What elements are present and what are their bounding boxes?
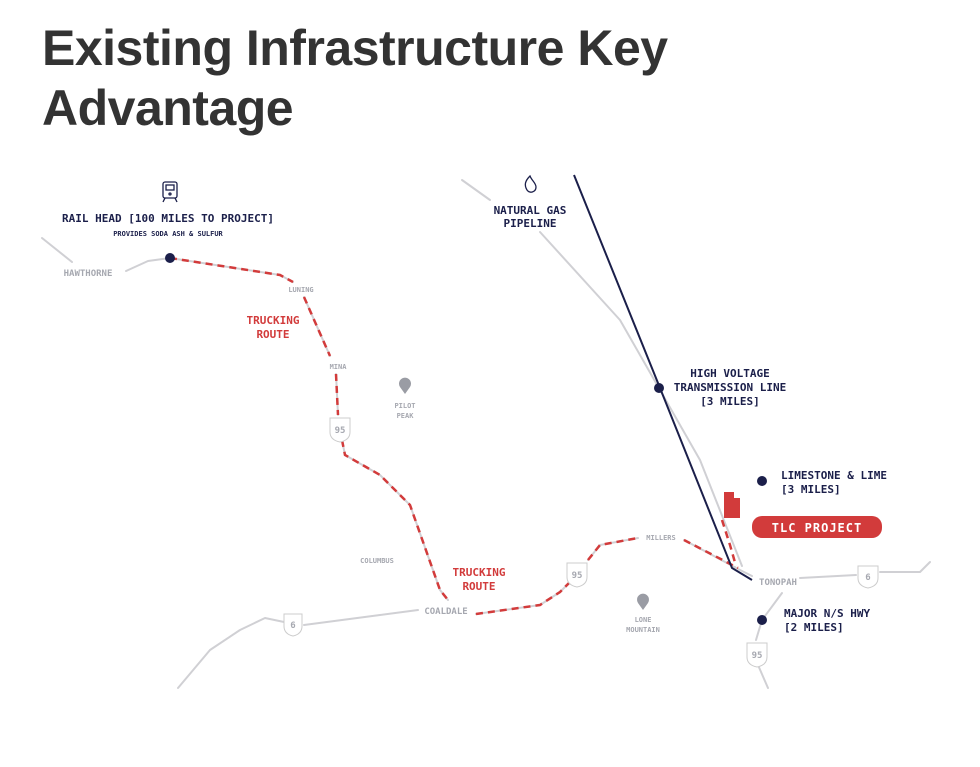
road-us6-east xyxy=(799,574,857,579)
road-us95-south-b xyxy=(757,664,769,689)
svg-text:6: 6 xyxy=(865,573,870,583)
trucking-route-95-millers xyxy=(587,536,639,561)
peak-pilot-2: PEAK xyxy=(397,412,415,420)
project-badge xyxy=(752,516,882,538)
trucking-route-label-1a: TRUCKING xyxy=(247,314,300,327)
town-millers: MILLERS xyxy=(646,534,676,542)
peak-lone-1: LONE xyxy=(635,616,652,624)
town-mina: MINA xyxy=(330,363,348,371)
gas-pipeline xyxy=(461,179,491,201)
road-hawthorne-west xyxy=(41,237,73,263)
trucking-route-mina-95 xyxy=(334,373,340,416)
trucking-route-project xyxy=(720,519,738,567)
gas-label-2: PIPELINE xyxy=(504,217,557,230)
svg-text:6: 6 xyxy=(290,621,295,631)
trucking-route-label-1b: ROUTE xyxy=(256,328,289,341)
road-95-coaldale xyxy=(341,439,449,601)
page-title: Existing Infrastructure Key Advantage xyxy=(42,20,668,136)
us6-shield-east: 6 xyxy=(857,565,879,589)
hwy-label-2: [2 MILES] xyxy=(784,621,844,634)
railhead-title: RAIL HEAD [100 MILES TO PROJECT] xyxy=(62,212,274,225)
limestone-label-2: [3 MILES] xyxy=(781,483,841,496)
project-area xyxy=(724,492,740,518)
svg-text:95: 95 xyxy=(335,426,346,436)
limestone-marker xyxy=(757,476,767,486)
trucking-route-luning-mina xyxy=(302,296,332,357)
hwy-label-1: MAJOR N/S HWY xyxy=(784,607,870,620)
train-icon xyxy=(162,181,178,203)
trucking-route-label-2a: TRUCKING xyxy=(453,566,506,579)
highway-marker xyxy=(757,615,767,625)
peak-pilot-1: PILOT xyxy=(394,402,415,410)
road-us6-west xyxy=(177,617,285,689)
road-us6-east-b xyxy=(879,561,931,573)
road-millers-tonopah xyxy=(683,539,753,577)
us95-shield-north: 95 xyxy=(329,417,351,443)
trucking-route-label-2b: ROUTE xyxy=(462,580,495,593)
hv-label-1: HIGH VOLTAGE xyxy=(690,367,769,380)
us95-shield-south: 95 xyxy=(746,642,768,668)
transmission-marker xyxy=(654,383,664,393)
town-luning: LUNING xyxy=(288,286,313,294)
trucking-route-95-coaldale xyxy=(340,439,449,601)
hv-label-3: [3 MILES] xyxy=(700,395,760,408)
gas-label-1: NATURAL GAS xyxy=(494,204,567,217)
us95-shield-mid: 95 xyxy=(566,562,588,588)
project-label: TLC PROJECT xyxy=(772,521,862,535)
svg-text:95: 95 xyxy=(572,571,583,581)
flame-icon xyxy=(524,174,537,193)
trucking-route-north xyxy=(169,256,294,284)
limestone-label-1: LIMESTONE & LIME xyxy=(781,469,887,482)
us6-shield-west: 6 xyxy=(283,613,303,637)
road-us6-coaldale xyxy=(303,609,419,626)
trucking-route-millers-tonopah xyxy=(683,538,739,570)
pilot-peak-pin-icon xyxy=(399,377,411,394)
hv-label-2: TRANSMISSION LINE xyxy=(674,381,787,394)
town-hawthorne: HAWTHORNE xyxy=(64,269,113,279)
railhead-marker xyxy=(165,253,175,263)
town-coaldale: COALDALE xyxy=(424,607,467,617)
town-tonopah: TONOPAH xyxy=(759,578,797,588)
svg-text:95: 95 xyxy=(752,651,763,661)
town-columbus: COLUMBUS xyxy=(360,557,394,565)
railhead-subtitle: PROVIDES SODA ASH & SULFUR xyxy=(113,230,223,238)
trucking-route xyxy=(169,256,739,616)
road-hawthorne-railhead xyxy=(125,257,171,272)
lone-mountain-pin-icon xyxy=(637,593,650,610)
transmission-line xyxy=(573,174,753,581)
peak-lone-2: MOUNTAIN xyxy=(626,626,660,634)
trucking-route-coaldale-95 xyxy=(475,581,571,616)
